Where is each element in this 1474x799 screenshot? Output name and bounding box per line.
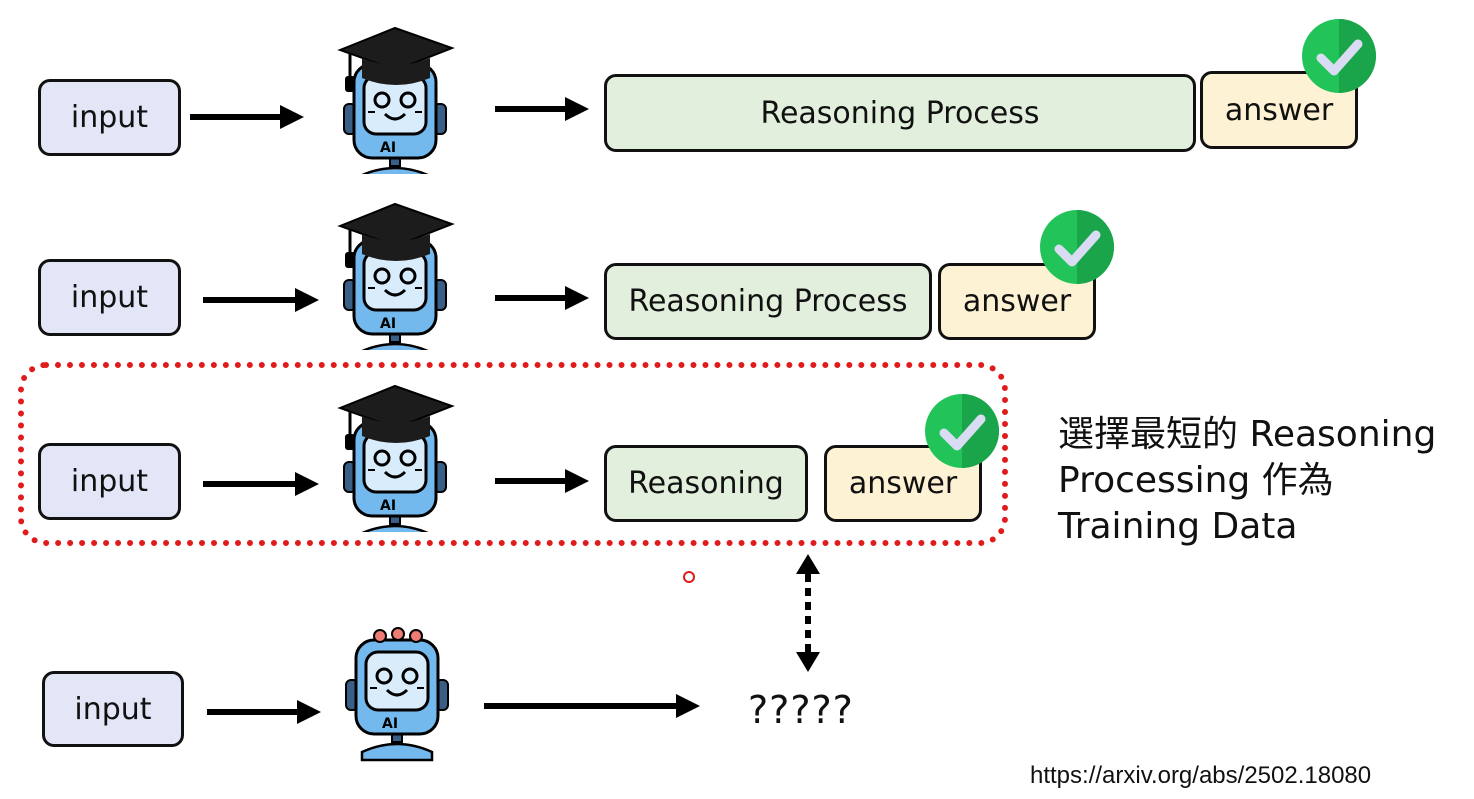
reasoning-label-3: Reasoning	[628, 466, 784, 501]
answer-label-2: answer	[962, 284, 1072, 319]
arrow-right-icon	[203, 288, 319, 312]
pointer-dot	[683, 571, 695, 583]
answer-label-3: answer	[848, 466, 958, 501]
reasoning-label-1: Reasoning Process	[760, 95, 1040, 131]
input-box-2: input	[38, 259, 181, 336]
svg-text:AI: AI	[380, 140, 396, 156]
reasoning-box-1: Reasoning Process	[604, 74, 1196, 152]
checkmark-icon	[1039, 209, 1115, 285]
input-label-3: input	[70, 464, 149, 499]
reasoning-box-2: Reasoning Process	[604, 263, 932, 340]
arrow-right-icon	[484, 694, 700, 718]
robot-icon: AI	[332, 622, 462, 782]
input-box-4: input	[42, 671, 184, 747]
reasoning-box-3: Reasoning	[604, 445, 808, 522]
arrow-right-icon	[495, 469, 589, 493]
arrow-right-icon	[495, 97, 589, 121]
answer-label-1: answer	[1224, 92, 1334, 128]
arrow-right-icon	[207, 700, 321, 724]
arrow-right-icon	[495, 286, 589, 310]
input-label-4: input	[74, 691, 152, 727]
graduate-robot-icon: AI	[330, 14, 460, 186]
unknown-output: ?????	[748, 688, 854, 732]
graduate-robot-icon: AI	[330, 372, 460, 544]
highlight-dotted-frame	[18, 362, 1008, 546]
answer-box-2: answer	[938, 263, 1096, 340]
arrow-right-icon	[190, 105, 304, 129]
input-box-3: input	[38, 443, 181, 520]
svg-text:AI: AI	[382, 716, 398, 732]
input-label-1: input	[70, 100, 149, 135]
input-box-1: input	[38, 79, 181, 156]
answer-box-3: answer	[824, 445, 982, 522]
checkmark-icon	[924, 393, 1000, 469]
checkmark-icon	[1301, 18, 1377, 94]
svg-text:AI: AI	[380, 316, 396, 332]
citation-link[interactable]: https://arxiv.org/abs/2502.18080	[1030, 762, 1372, 789]
reasoning-label-2: Reasoning Process	[628, 284, 908, 319]
svg-text:AI: AI	[380, 498, 396, 514]
double-arrow-icon	[796, 554, 820, 672]
arrow-right-icon	[203, 472, 319, 496]
input-label-2: input	[70, 280, 149, 315]
graduate-robot-icon: AI	[330, 190, 460, 362]
side-note: 選擇最短的 Reasoning Processing 作為 Training D…	[1058, 414, 1437, 547]
